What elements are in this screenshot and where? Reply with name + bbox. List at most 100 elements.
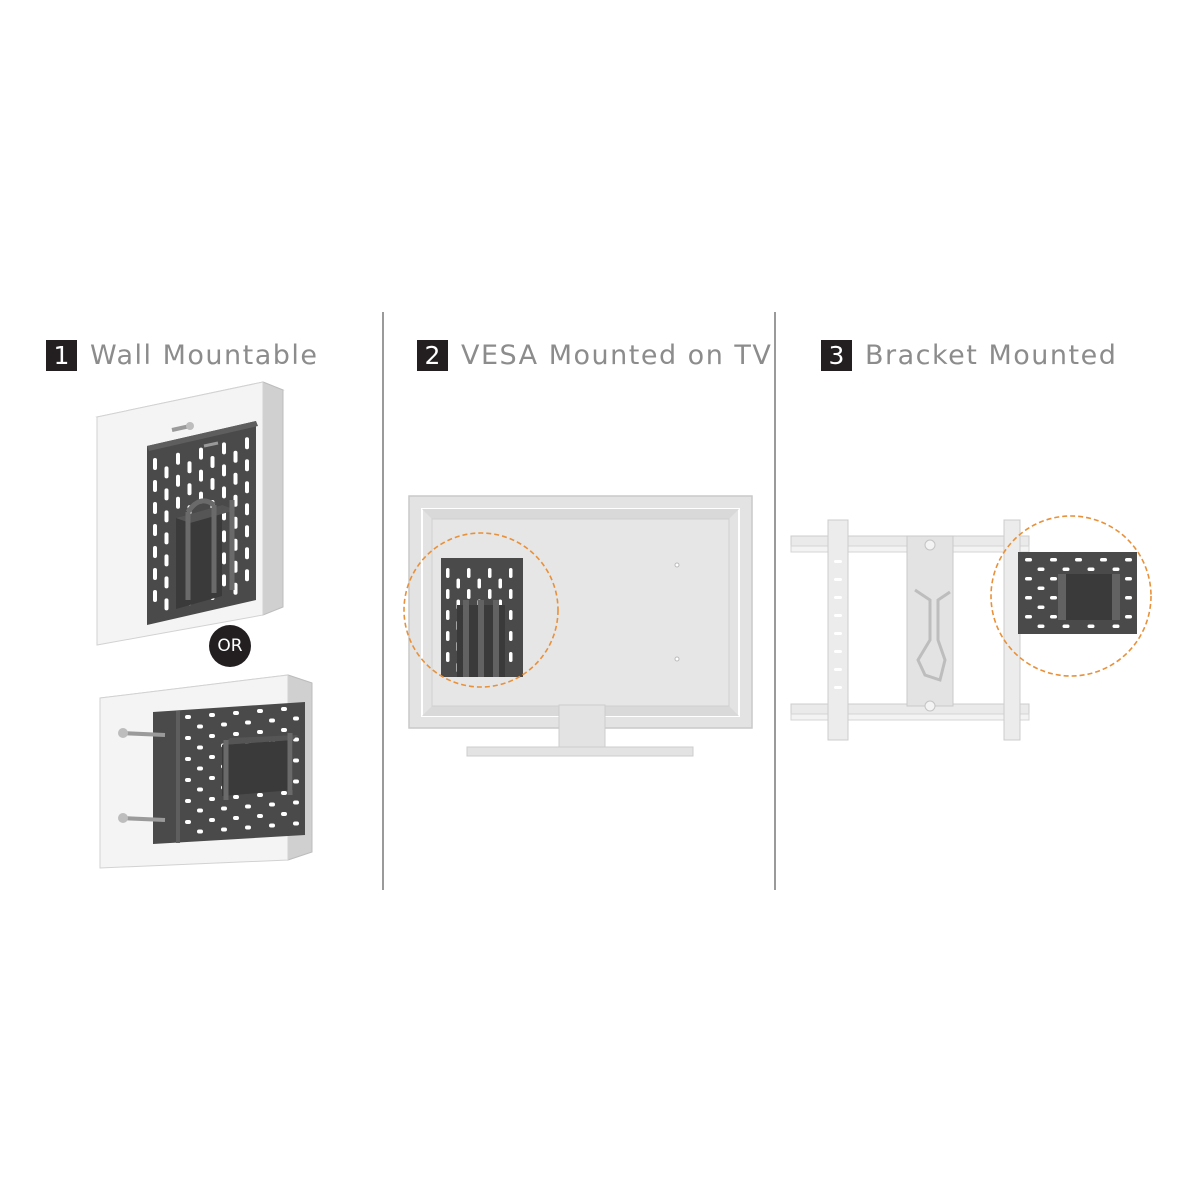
plate-slot [488, 568, 492, 578]
plate-slot [153, 568, 157, 580]
plate-slot [281, 812, 287, 816]
plate-slot [222, 574, 226, 587]
plate-slot [834, 632, 842, 635]
plate-slot [185, 715, 191, 719]
plate-slot [187, 461, 192, 474]
plate-slot [281, 791, 287, 795]
section-2-heading: 2 VESA Mounted on TV [417, 340, 772, 371]
plate-slot [245, 569, 249, 582]
plate-slot [1125, 558, 1132, 562]
plate-slot [1075, 558, 1082, 562]
plate-slot [233, 816, 239, 820]
plate-slot [509, 568, 513, 578]
plate-slot [281, 707, 287, 711]
plate-slot [197, 724, 203, 729]
plate-slot [498, 578, 502, 589]
plate-slot [164, 532, 169, 545]
plate-slot [245, 459, 249, 472]
plate-slot [1125, 596, 1132, 600]
plate-slot [164, 488, 169, 501]
plate-slot [245, 437, 249, 450]
plate-slot [185, 820, 191, 824]
plate-slot [257, 730, 263, 734]
plate-slot [209, 734, 215, 738]
plate-slot [1062, 624, 1070, 628]
plate-slot [185, 778, 191, 782]
section-1-heading: 1 Wall Mountable [46, 340, 319, 371]
plate-slot [187, 483, 192, 496]
plate-slot [1037, 567, 1045, 571]
plate-slot [153, 546, 157, 558]
plate-slot [199, 469, 203, 482]
plate-slot [1087, 567, 1095, 571]
plate-slot [185, 736, 191, 740]
divider-right [774, 312, 776, 890]
plate-slot [233, 472, 238, 485]
plate-slot [293, 716, 299, 721]
plate-slot [834, 596, 842, 599]
plate-slot [209, 713, 215, 717]
plate-slot [834, 686, 842, 689]
plate-slot [209, 797, 215, 801]
plate-slot [233, 711, 239, 715]
plate-slot [245, 525, 249, 538]
section-2-title: VESA Mounted on TV [461, 340, 773, 371]
plate-slot [233, 450, 238, 463]
plate-slot [245, 825, 251, 830]
plate-slot [222, 552, 226, 565]
plate-slot [509, 610, 513, 620]
plate-slot [164, 466, 169, 479]
plate-slot [153, 502, 157, 514]
plate-slot [245, 503, 249, 516]
section-1-number: 1 [46, 340, 77, 371]
plate-slot [185, 799, 191, 803]
plate-slot [281, 728, 287, 732]
plate-slot [197, 745, 203, 750]
plate-slot [233, 795, 239, 799]
plate-slot [1125, 577, 1132, 581]
plate-slot [1062, 567, 1070, 571]
plate-slot [222, 442, 226, 455]
plate-slot [1050, 596, 1057, 600]
plate-slot [245, 481, 249, 494]
plate-slot [293, 779, 299, 784]
plate-slot [221, 722, 227, 727]
plate-slot [222, 486, 226, 499]
plate-slot [293, 821, 299, 826]
plate-slot [176, 452, 180, 465]
section-3-title: Bracket Mounted [865, 340, 1118, 371]
plate-slot [164, 510, 169, 523]
plate-slot [834, 578, 842, 581]
plate-slot [209, 818, 215, 822]
plate-slot [446, 631, 450, 641]
plate-slot [834, 650, 842, 653]
plate-slot [1025, 558, 1032, 562]
plate-slot [1037, 605, 1045, 609]
plate-slot [197, 766, 203, 771]
plate-slot [222, 464, 226, 477]
plate-slot [509, 631, 513, 641]
plate-slot [1037, 586, 1045, 590]
plate-slot [1025, 615, 1032, 619]
plate-slot [834, 668, 842, 671]
plate-slot [153, 458, 157, 470]
plate-slot [257, 709, 263, 713]
section-2-number: 2 [417, 340, 448, 371]
plate-slot [834, 614, 842, 617]
plate-slot [509, 652, 513, 662]
plate-slot [1050, 615, 1057, 619]
or-badge: OR [209, 625, 251, 667]
plate-slot [210, 456, 215, 468]
plate-slot [164, 554, 169, 567]
plate-slot [209, 776, 215, 780]
plate-slot [233, 732, 239, 736]
plate-slot [1087, 624, 1095, 628]
plate-slot [164, 576, 169, 589]
plate-slot [1125, 615, 1132, 619]
plate-slot [210, 478, 215, 490]
plate-slot [446, 610, 450, 620]
plate-slot [209, 755, 215, 759]
